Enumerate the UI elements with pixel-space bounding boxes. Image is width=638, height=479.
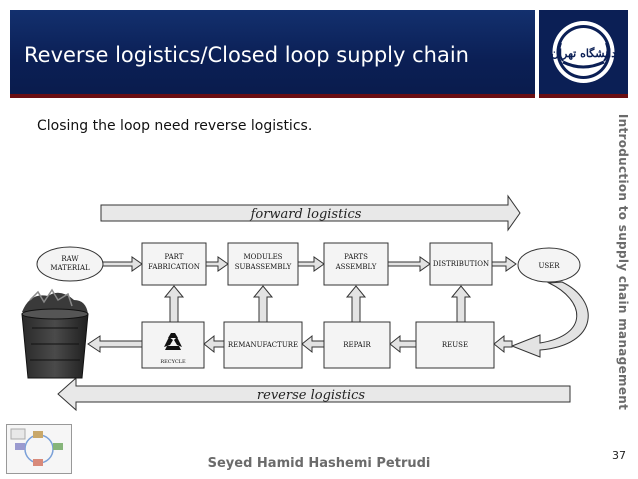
reverse-logistics-label: reverse logistics	[257, 388, 365, 403]
recycle-icon	[164, 333, 182, 350]
svg-text:REPAIR: REPAIR	[343, 341, 371, 349]
step-remanufacture: REMANUFACTURE	[223, 321, 303, 369]
logo-text: دانشگاه تهران	[551, 46, 616, 60]
step-parts-assembly: PARTS ASSEMBLY	[323, 242, 389, 286]
forward-logistics-label: forward logistics	[250, 207, 362, 222]
svg-text:PART: PART	[165, 253, 184, 261]
svg-text:USER: USER	[538, 262, 560, 270]
svg-text:RAW: RAW	[61, 255, 79, 263]
step-raw-material: RAW MATERIAL	[36, 246, 104, 282]
step-part-fabrication: PART FABRICATION	[141, 242, 207, 286]
trash-bin-icon	[21, 288, 89, 379]
step-modules-subassembly: MODULES SUBASSEMBLY	[227, 242, 299, 286]
svg-text:RECYCLE: RECYCLE	[160, 359, 186, 365]
reverse-connectors	[87, 334, 513, 354]
svg-text:REMANUFACTURE: REMANUFACTURE	[228, 341, 298, 349]
forward-logistics-arrow: forward logistics	[100, 194, 521, 232]
step-reuse: REUSE	[415, 321, 495, 369]
svg-text:SUBASSEMBLY: SUBASSEMBLY	[235, 263, 292, 271]
step-recycle: RECYCLE	[141, 321, 205, 369]
step-repair: REPAIR	[323, 321, 391, 369]
svg-text:MATERIAL: MATERIAL	[50, 264, 90, 272]
university-emblem-icon: دانشگاه تهران	[551, 21, 616, 83]
svg-text:PARTS: PARTS	[344, 253, 368, 261]
svg-text:ASSEMBLY: ASSEMBLY	[335, 263, 377, 271]
svg-text:FABRICATION: FABRICATION	[148, 263, 200, 271]
step-user: USER	[517, 247, 581, 283]
university-logo: دانشگاه تهران	[539, 10, 628, 98]
slide-header: Reverse logistics/Closed loop supply cha…	[0, 0, 638, 102]
page-number: 37	[612, 449, 626, 462]
step-distribution: DISTRIBUTION	[429, 242, 493, 286]
svg-text:DISTRIBUTION: DISTRIBUTION	[433, 260, 489, 268]
title-bar: Reverse logistics/Closed loop supply cha…	[10, 10, 535, 98]
return-arrow	[510, 281, 589, 358]
svg-text:MODULES: MODULES	[244, 253, 283, 261]
slide-subtitle: Closing the loop need reverse logistics.	[37, 118, 313, 134]
reverse-logistics-arrow: reverse logistics	[57, 376, 571, 412]
svg-text:REUSE: REUSE	[442, 341, 468, 349]
forward-connectors	[101, 256, 517, 272]
network-thumbnail	[6, 424, 72, 474]
slide-title: Reverse logistics/Closed loop supply cha…	[24, 43, 469, 67]
feedback-arrows	[163, 285, 472, 323]
author-name: Seyed Hamid Hashemi Petrudi	[207, 456, 431, 471]
